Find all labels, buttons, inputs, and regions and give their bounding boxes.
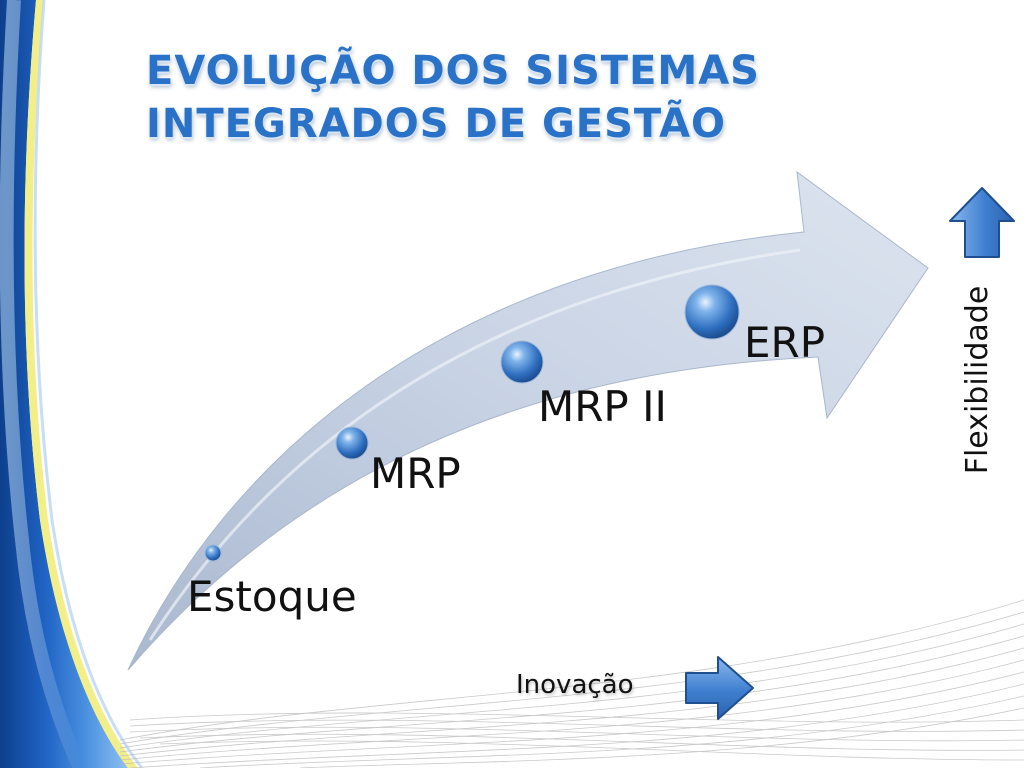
stage-marker-estoque [204, 544, 222, 562]
stage-marker-erp [684, 284, 740, 340]
bottom-wave-decoration [119, 599, 1024, 768]
slide-title-line-2: INTEGRADOS DE GESTÃO [146, 101, 727, 147]
stage-label-estoque: Estoque [187, 572, 357, 621]
arrow-up-icon [949, 187, 1015, 258]
flexibility-axis-label: Flexibilidade [960, 285, 995, 475]
left-ribbon-decoration [0, 0, 144, 768]
stage-markers [204, 284, 740, 562]
innovation-axis-label: Inovação [516, 670, 634, 700]
stage-marker-mrp [335, 426, 369, 460]
stage-label-mrp: MRP [370, 449, 461, 498]
slide-title-line-1: EVOLUÇÃO DOS SISTEMAS [146, 48, 760, 94]
stage-label-mrp-ii: MRP II [538, 382, 667, 431]
arrow-right-icon [685, 656, 754, 720]
stage-label-erp: ERP [744, 318, 826, 367]
stage-marker-mrp-ii [500, 340, 544, 384]
